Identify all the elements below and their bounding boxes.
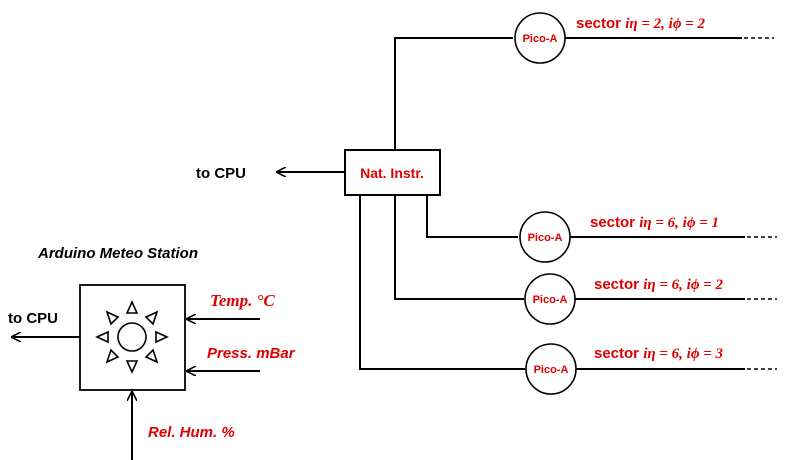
sector-label-3: sector iη = 6, iϕ = 2 [594,276,724,293]
daq-label: Nat. Instr. [360,165,424,181]
wire-pico-4 [359,195,525,370]
pico-label-1: Pico-A [523,33,558,45]
pico-ammeter-2: Pico-A sector iη = 6, iϕ = 1 [519,211,777,263]
wire-pico-2 [426,195,518,238]
pico-label-4: Pico-A [534,364,569,376]
meteo-title: Arduino Meteo Station [37,245,198,262]
humidity-label: Rel. Hum. % [148,424,235,441]
pressure-label: Press. mBar [207,345,296,362]
pico-label-3: Pico-A [533,294,568,306]
pico-ammeter-1: Pico-A sector iη = 2, iϕ = 2 [514,12,774,64]
temperature-label: Temp. °C [210,291,275,310]
pico-ammeter-4: Pico-A sector iη = 6, iϕ = 3 [525,343,777,395]
to-cpu-label-top: to CPU [196,165,246,182]
sector-label-1: sector iη = 2, iϕ = 2 [576,15,706,32]
pico-label-2: Pico-A [528,232,563,244]
wire-pico-1 [394,37,513,150]
meteo-station-box [79,284,186,391]
wire-pico-3 [394,195,524,300]
to-cpu-label-bottom: to CPU [8,310,58,327]
pico-ammeter-3: Pico-A sector iη = 6, iϕ = 2 [524,273,777,325]
sun-icon [95,300,169,374]
sector-label-2: sector iη = 6, iϕ = 1 [590,214,719,231]
daq-box: Nat. Instr. [344,149,441,196]
sector-label-4: sector iη = 6, iϕ = 3 [594,345,724,362]
